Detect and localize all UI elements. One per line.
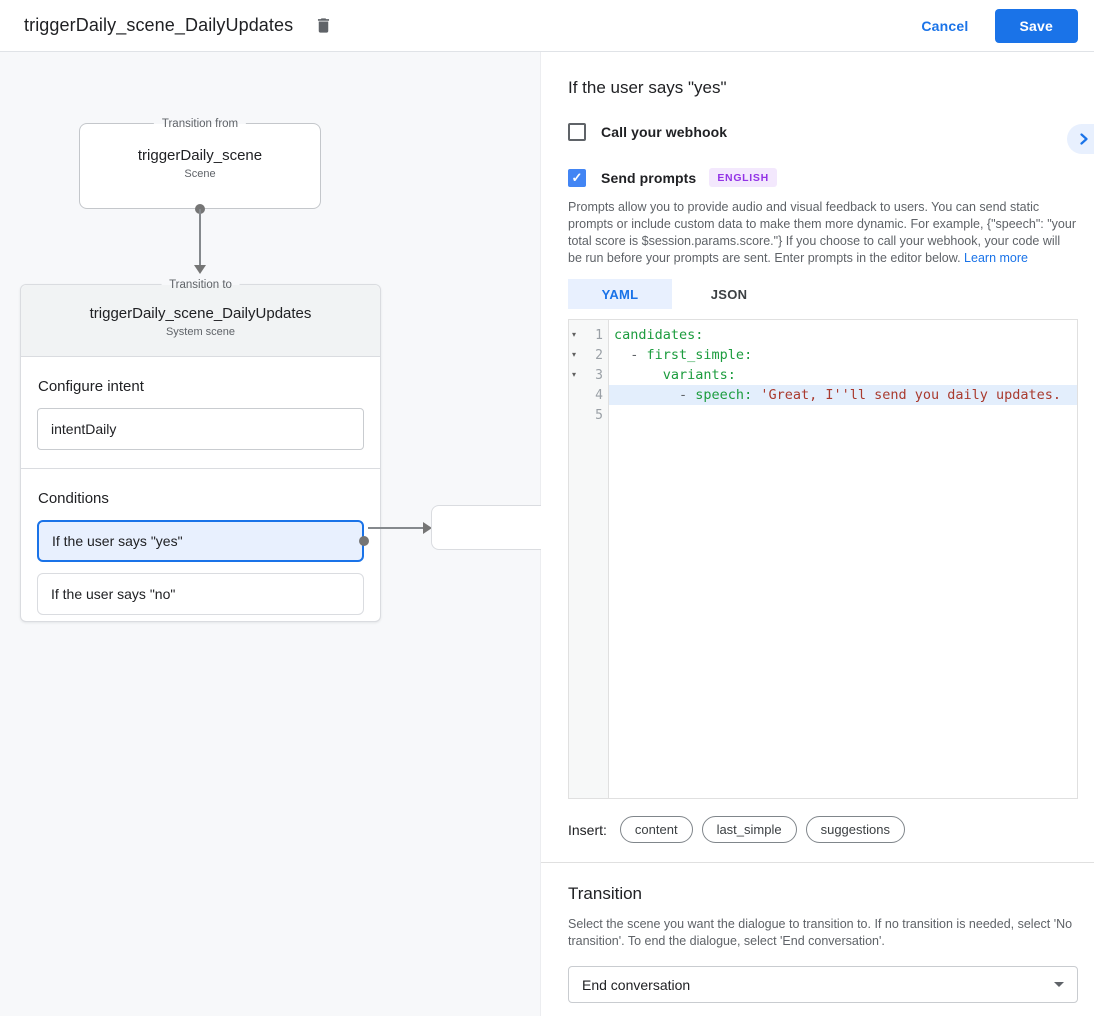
dropdown-caret-icon	[1054, 982, 1064, 987]
card-divider	[21, 468, 380, 469]
save-button[interactable]: Save	[994, 8, 1078, 43]
send-prompts-row: ✓ Send prompts ENGLISH	[568, 168, 1078, 187]
webhook-checkbox[interactable]	[568, 123, 586, 141]
language-badge: ENGLISH	[709, 168, 777, 187]
code-line[interactable]: variants:	[609, 365, 1077, 385]
prompts-description: Prompts allow you to provide audio and v…	[568, 199, 1076, 267]
gutter-row: ▾ 3	[569, 365, 608, 385]
yaml-indent	[614, 347, 630, 363]
scene-diagram-canvas: Transition from triggerDaily_scene Scene…	[0, 52, 541, 1016]
insert-chips: content last_simple suggestions	[619, 816, 905, 843]
transition-from-node[interactable]: Transition from triggerDaily_scene Scene	[79, 116, 321, 214]
configure-intent-label: Configure intent	[38, 378, 144, 395]
fold-marker-icon[interactable]: ▾	[572, 350, 577, 359]
to-scene-name: triggerDaily_scene_DailyUpdates	[89, 305, 312, 322]
transition-to-card[interactable]: Transition to triggerDaily_scene_DailyUp…	[20, 277, 381, 622]
editor-format-tabs: YAML JSON	[568, 279, 1078, 309]
intent-field[interactable]: intentDaily	[37, 408, 364, 450]
condition-no-label: If the user says "no"	[51, 586, 176, 602]
code-line-highlighted[interactable]: - speech: 'Great, I''ll send you daily u…	[609, 385, 1077, 405]
yaml-key: variants:	[662, 367, 736, 383]
yaml-key: candidates:	[614, 327, 704, 343]
yaml-editor[interactable]: ▾ 1 ▾ 2 ▾ 3 4 5	[568, 319, 1078, 799]
connector-line-vertical	[199, 209, 201, 266]
code-line[interactable]: - first_simple:	[609, 345, 1077, 365]
tab-yaml[interactable]: YAML	[568, 279, 672, 309]
yaml-dash: -	[630, 347, 647, 363]
gutter-row: 5	[569, 405, 608, 425]
conditions-section: Conditions If the user says "yes" If the…	[21, 469, 380, 633]
editor-gutter: ▾ 1 ▾ 2 ▾ 3 4 5	[569, 320, 609, 798]
yaml-string: 'Great, I''ll send you daily updates.	[760, 387, 1062, 403]
code-line[interactable]	[609, 405, 1077, 425]
connector-line-horizontal	[368, 527, 424, 529]
chevron-right-icon	[1079, 133, 1088, 145]
page-title: triggerDaily_scene_DailyUpdates	[24, 15, 294, 35]
intent-value: intentDaily	[51, 421, 117, 437]
prompts-description-text: Prompts allow you to provide audio and v…	[568, 200, 1076, 265]
delete-scene-button[interactable]	[312, 13, 335, 38]
send-prompts-label: Send prompts	[601, 169, 697, 186]
fold-marker-icon[interactable]: ▾	[572, 370, 577, 379]
tab-json[interactable]: JSON	[710, 286, 748, 302]
arrowhead-down-icon	[194, 265, 206, 274]
send-prompts-checkbox[interactable]: ✓	[568, 168, 586, 187]
yaml-indent	[614, 367, 663, 383]
line-number: 3	[595, 367, 603, 383]
line-number: 4	[595, 387, 603, 403]
transition-description: Select the scene you want the dialogue t…	[568, 917, 1073, 948]
section-divider	[541, 862, 1094, 863]
gutter-row: ▾ 1	[569, 325, 608, 345]
panel-title: If the user says "yes"	[568, 78, 727, 97]
transition-section: Transition Select the scene you want the…	[568, 863, 1078, 1003]
chip-content[interactable]: content	[619, 816, 693, 843]
transition-select[interactable]: End conversation	[568, 966, 1078, 1003]
to-scene-type: System scene	[165, 326, 236, 338]
line-number: 5	[595, 407, 603, 423]
gutter-row: 4	[569, 385, 608, 405]
yaml-key: speech:	[695, 387, 761, 403]
conditions-label: Conditions	[38, 490, 109, 507]
webhook-label: Call your webhook	[601, 124, 728, 140]
check-icon: ✓	[571, 170, 583, 185]
condition-item-yes[interactable]: If the user says "yes"	[37, 520, 369, 562]
arrowhead-right-icon	[423, 522, 432, 534]
condition-detail-panel: If the user says "yes" Call your webhook…	[541, 52, 1094, 1016]
yaml-indent	[614, 387, 679, 403]
from-scene-name: triggerDaily_scene	[137, 147, 263, 164]
transition-from-legend: Transition from	[153, 116, 247, 132]
code-line[interactable]: candidates:	[609, 325, 1077, 345]
webhook-row: Call your webhook	[568, 123, 1078, 141]
condition-yes-label: If the user says "yes"	[52, 533, 183, 549]
from-scene-type: Scene	[184, 168, 216, 180]
chip-last-simple[interactable]: last_simple	[701, 816, 797, 843]
insert-label: Insert:	[568, 821, 607, 838]
cancel-button[interactable]: Cancel	[921, 17, 969, 34]
trash-icon	[318, 18, 330, 33]
main-area: Transition from triggerDaily_scene Scene…	[0, 52, 1094, 1016]
line-number: 1	[595, 327, 603, 343]
top-bar: triggerDaily_scene_DailyUpdates Cancel S…	[0, 0, 1094, 52]
collapse-panel-button[interactable]	[1067, 124, 1094, 154]
insert-row: Insert: content last_simple suggestions	[568, 816, 1078, 843]
transition-target-node[interactable]	[431, 505, 541, 550]
yaml-dash: -	[679, 387, 696, 403]
gutter-row: ▾ 2	[569, 345, 608, 365]
transition-title: Transition	[568, 884, 643, 903]
to-scene-header: triggerDaily_scene_DailyUpdates System s…	[21, 285, 380, 357]
transition-to-legend: Transition to	[161, 277, 240, 293]
yaml-key: first_simple:	[646, 347, 753, 363]
configure-intent-section: Configure intent intentDaily	[21, 357, 380, 468]
fold-marker-icon[interactable]: ▾	[572, 330, 577, 339]
chip-suggestions[interactable]: suggestions	[805, 816, 905, 843]
line-number: 2	[595, 347, 603, 363]
learn-more-link[interactable]: Learn more	[964, 251, 1028, 265]
connector-dot	[359, 536, 369, 546]
transition-select-value: End conversation	[582, 976, 691, 993]
condition-item-no[interactable]: If the user says "no"	[37, 573, 364, 615]
editor-code-area[interactable]: candidates: - first_simple: variants: - …	[609, 320, 1077, 798]
